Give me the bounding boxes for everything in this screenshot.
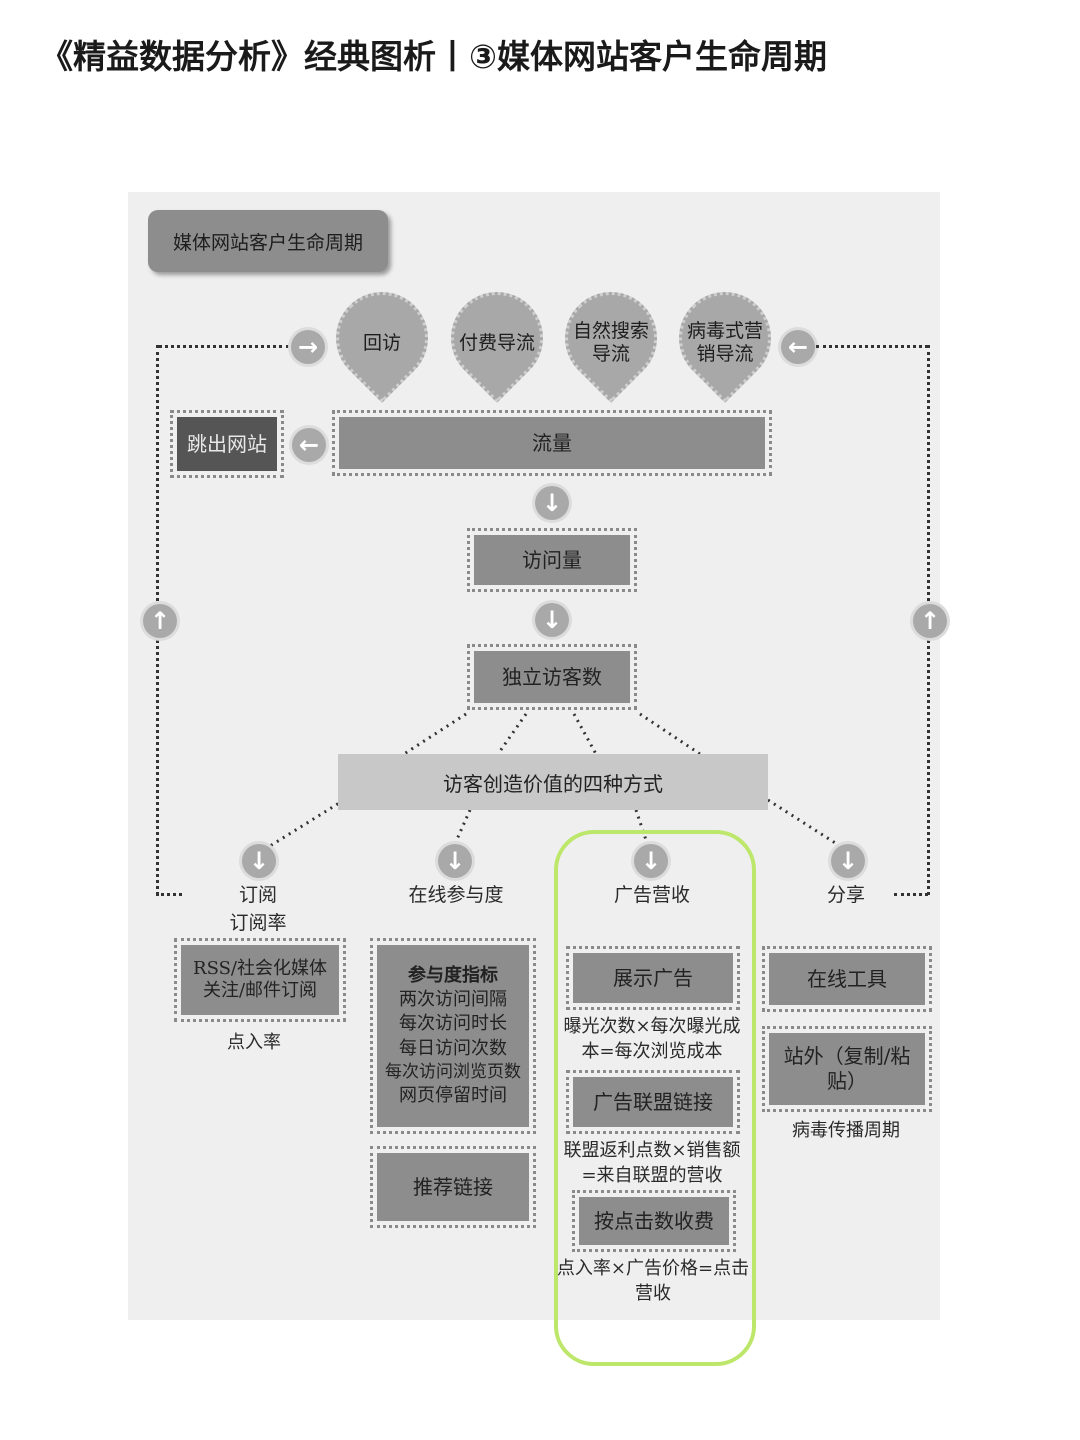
ads-highlight-frame [554,830,756,1366]
subscribe-channels: RSS/社会化媒体关注/邮件订阅 [181,945,339,1015]
traffic-label: 流量 [339,417,765,469]
arrow-left-icon: ← [781,330,815,364]
offsite-label: 站外（复制/粘贴） [769,1033,925,1105]
connector [496,713,528,755]
connector [403,712,467,756]
value-ways-box: 访客创造价值的四种方式 [338,754,768,810]
arrow-left-icon: ← [292,428,326,462]
display-ads-box: 展示广告 [566,946,740,1010]
connector [269,798,345,848]
share-label: 分享 [826,884,865,906]
connector [767,798,841,848]
metric-item: 每次访问浏览页数 [385,1061,521,1082]
diagram-title: 媒体网站客户生命周期 [148,210,388,272]
visits-label: 访问量 [474,535,630,585]
source-viral: 病毒式营销导流 [686,320,763,365]
engagement-metrics: 参与度指标 两次访问间隔 每次访问时长 每日访问次数 每次访问浏览页数 网页停留… [377,945,529,1127]
exit-box: 跳出网站 [170,410,284,478]
display-ads-formula: 曝光次数×每次曝光成本=每次浏览成本 [563,1016,741,1063]
connector [639,712,701,756]
subscribe-label: 订阅 [238,884,277,906]
referral-box: 推荐链接 [370,1146,536,1228]
referral-label: 推荐链接 [377,1153,529,1221]
arrow-down-icon: ↓ [535,486,569,520]
exit-label: 跳出网站 [177,417,277,471]
online-tools-label: 在线工具 [769,953,925,1005]
offsite-box: 站外（复制/粘贴） [762,1026,932,1112]
cpc-formula: 点入率×广告价格=点击营收 [556,1258,750,1305]
engagement-box: 参与度指标 两次访问间隔 每次访问时长 每日访问次数 每次访问浏览页数 网页停留… [370,938,536,1134]
engagement-label: 在线参与度 [408,884,504,906]
arrow-down-icon: ↓ [831,844,865,878]
cpc-box: 按点击数收费 [572,1190,736,1252]
loop-line-top-left [158,345,290,348]
subscribe-box: RSS/社会化媒体关注/邮件订阅 [174,938,346,1022]
affiliate-formula: 联盟返利点数×销售额 =来自联盟的营收 [563,1140,741,1187]
ads-label: 广告营收 [613,884,690,906]
subscribe-caption: 点入率 [227,1032,281,1053]
source-organic: 自然搜索导流 [573,320,650,365]
arrow-up-icon: ↑ [913,604,947,638]
arrow-right-icon: → [291,330,325,364]
metric-item: 每日访问次数 [399,1037,507,1059]
metric-item: 两次访问间隔 [399,989,507,1011]
arrow-down-icon: ↓ [634,844,668,878]
arrow-up-icon: ↑ [143,604,177,638]
visits-box: 访问量 [467,528,637,592]
loop-line-top-right [816,345,928,348]
affiliate-label: 广告联盟链接 [573,1077,733,1127]
display-ads-label: 展示广告 [573,953,733,1003]
online-tools-box: 在线工具 [762,946,932,1012]
subscribe-rate: 订阅率 [229,912,287,934]
unique-visitors-box: 独立访客数 [467,644,637,710]
page-title: 《精益数据分析》经典图析丨③媒体网站客户生命周期 [40,37,827,76]
connector [452,809,472,847]
arrow-down-icon: ↓ [535,603,569,637]
metric-item: 网页停留时间 [399,1084,507,1106]
source-revisit: 回访 [362,331,401,354]
loop-line-bottom-right [894,893,928,896]
arrow-down-icon: ↓ [438,844,472,878]
viral-cycle-caption: 病毒传播周期 [792,1120,900,1141]
metrics-title: 参与度指标 [408,964,498,986]
loop-line-bottom-left [156,893,182,896]
connector [572,713,598,755]
unique-visitors-label: 独立访客数 [474,651,630,703]
arrow-down-icon: ↓ [242,844,276,878]
cpc-label: 按点击数收费 [579,1197,729,1245]
affiliate-box: 广告联盟链接 [566,1070,740,1134]
source-paid: 付费导流 [458,331,535,354]
metric-item: 每次访问时长 [399,1013,507,1035]
traffic-box: 流量 [332,410,772,476]
